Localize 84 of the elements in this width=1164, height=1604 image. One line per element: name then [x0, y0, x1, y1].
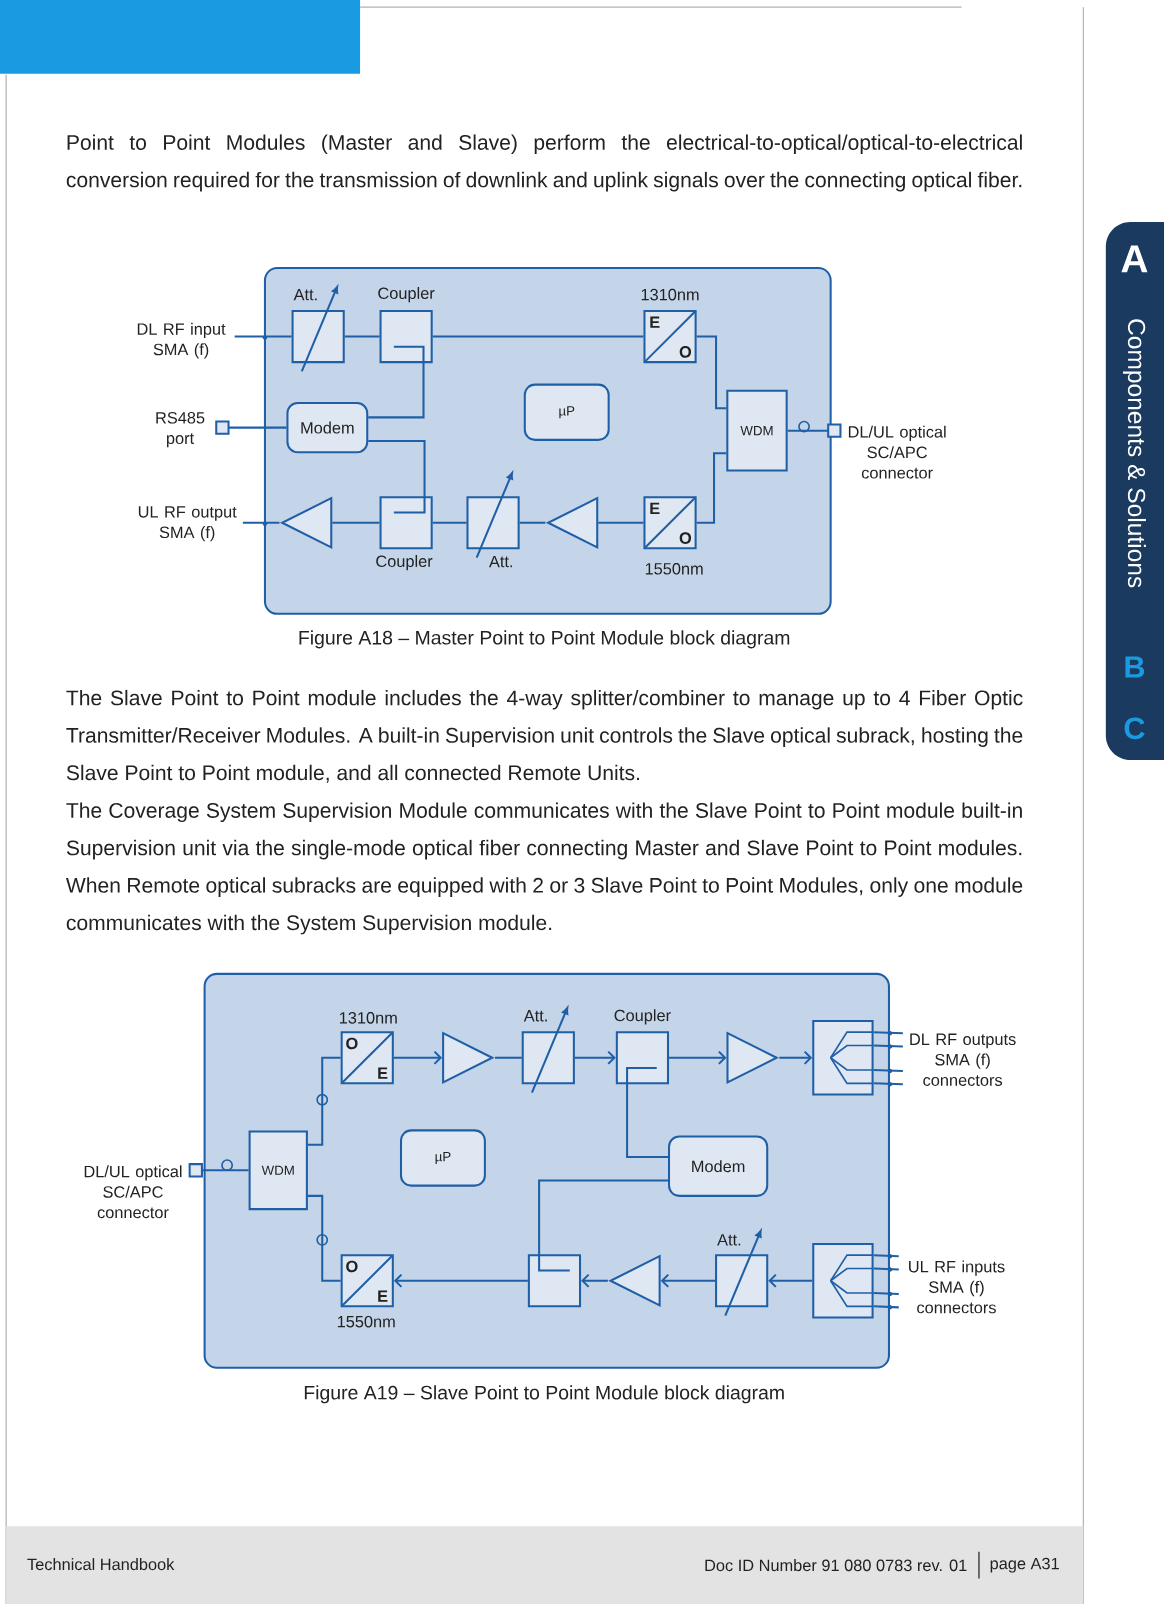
node-label: Coupler: [376, 555, 433, 571]
modem-box: Modem: [667, 1135, 769, 1197]
paragraph: Point to Point Modules (Master and Slave) perform the electrical-to-optical/optical-to-electrical conversion required for the transmission of downlink and uplink signals over the connecting optical fiber.: [66, 134, 1022, 192]
signal-arrow: [393, 1273, 528, 1288]
converter-box: 1310nm O E: [339, 1012, 397, 1085]
figure-caption: Figure A18 – Master Point to Point Module block diagram: [299, 630, 790, 649]
combiner-box: [812, 1242, 874, 1319]
section-letter: B: [1125, 656, 1145, 678]
section-letter: C: [1124, 717, 1145, 740]
footer-text: Technical Handbook: [27, 1558, 175, 1571]
signal-line: [432, 521, 467, 524]
figure-caption: Figure A19 – Slave Point to Point Module block diagram: [304, 1385, 784, 1404]
footer-text: Doc ID Number 91 080 0783 rev. 01: [705, 1559, 967, 1572]
signal-arrow: [188, 1163, 249, 1178]
processor-box: µP: [523, 383, 610, 441]
attenuator-box: Att.: [521, 1007, 575, 1093]
coupler-box: Coupler: [614, 1009, 671, 1085]
node-label: 1310nm: [339, 1012, 397, 1024]
processor-box: µP: [399, 1129, 486, 1187]
signal-arrow: [787, 423, 842, 438]
wdm-box: WDM: [726, 389, 788, 472]
modem-box: Modem: [286, 402, 369, 454]
signal-arrow: [768, 1273, 813, 1288]
port-label: DL RF outputs SMA (f) connectors: [910, 1033, 1016, 1086]
signal-line: [873, 1305, 899, 1309]
coupler-box: [527, 1254, 581, 1308]
page-number: page A31: [990, 1557, 1059, 1573]
signal-line: [494, 1056, 522, 1059]
signal-arrow: [668, 1050, 727, 1065]
port-label: UL RF inputs SMA (f) connectors: [909, 1260, 1005, 1314]
signal-line: [873, 1267, 899, 1271]
paragraph: The Slave Point to Point module includes the 4-way splitter/combiner to manage up to 4 Fiber Optic Transmitter/Receiver Modules. A built-in Supervision unit controls the Slave optical subrack, hosting the Slave Point to Point module, and all connected Remote Units.: [66, 689, 1023, 783]
section-letter: A: [1121, 245, 1148, 273]
signal-line: [242, 521, 280, 524]
signal-line: [873, 1069, 903, 1073]
port-label: RS485 port: [156, 412, 205, 448]
node-label: Coupler: [378, 286, 435, 303]
signal-line: [696, 452, 727, 524]
signal-line: [368, 345, 425, 419]
signal-line: [873, 1082, 903, 1086]
coupler-box: Coupler: [376, 496, 433, 571]
node-label: 1310nm: [641, 288, 699, 301]
splitter-box: [812, 1019, 874, 1096]
signal-arrow: [393, 1050, 443, 1065]
signal-line: [873, 1031, 903, 1035]
signal-arrow: [215, 420, 287, 435]
signal-arrow: [660, 1273, 715, 1288]
signal-line: [234, 335, 292, 338]
signal-line: [626, 1066, 668, 1158]
wdm-box: WDM: [248, 1130, 308, 1211]
node-label: Coupler: [614, 1009, 671, 1025]
node-label: 1550nm: [645, 562, 703, 575]
converter-box: 1310nm E O: [641, 288, 699, 364]
port-label: DL RF input SMA (f): [137, 322, 226, 359]
signal-line: [368, 439, 426, 514]
node-label: 1550nm: [337, 1315, 395, 1328]
paragraph: The Coverage System Supervision Module communicates with the Slave Point to Point module built-in Supervision unit via the single-mode optical fiber connecting Master and Slave Point to Point modules. When Remote optical subracks are equipped with 2 or 3 Slave Point to Point Modules, only one module communicates with the System Supervision module.: [65, 802, 1023, 935]
coupler-box: Coupler: [378, 287, 435, 364]
converter-box: O E 1550nm: [337, 1254, 395, 1328]
attenuator-box: Att.: [466, 472, 520, 568]
node-label: Att.: [488, 555, 512, 568]
signal-line: [307, 1056, 341, 1146]
signal-line: [873, 1044, 903, 1048]
connector-label: DL/UL optical SC/APC connector: [84, 1165, 182, 1219]
signal-line: [432, 335, 644, 338]
signal-line: [538, 1179, 668, 1272]
signal-line: [696, 335, 727, 410]
signal-line: [873, 1254, 899, 1258]
signal-line: [332, 521, 380, 524]
signal-line: [598, 521, 644, 524]
signal-arrow: [581, 1273, 608, 1288]
node-label: Att.: [717, 1234, 741, 1246]
signal-arrow: [779, 1050, 813, 1065]
attenuator-box: Att.: [715, 1230, 769, 1316]
signal-arrow: [574, 1050, 616, 1065]
signal-line: [519, 521, 546, 524]
node-label: Att.: [523, 1010, 547, 1022]
converter-box: E O 1550nm: [643, 496, 703, 575]
section-title: Components & Solutions: [1122, 319, 1146, 588]
signal-line: [344, 335, 380, 338]
port-label: UL RF output SMA (f): [138, 506, 237, 542]
connector-label: DL/UL optical SC/APC connector: [848, 425, 946, 479]
signal-line: [873, 1292, 899, 1296]
signal-line: [307, 1194, 341, 1282]
